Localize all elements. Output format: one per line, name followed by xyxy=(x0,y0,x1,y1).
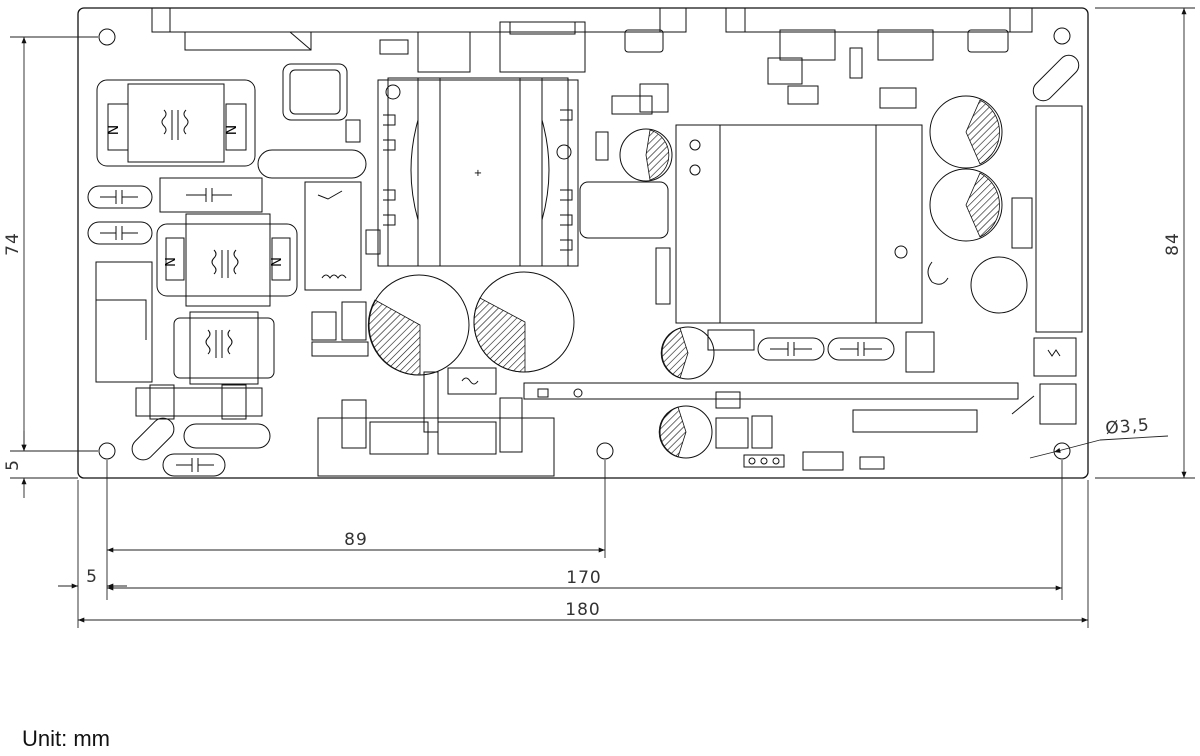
mounting-hole xyxy=(98,28,116,46)
unit-label: Unit: mm xyxy=(22,726,110,751)
dim-hole-span: 170 xyxy=(566,568,601,588)
choke-1: N N xyxy=(96,79,256,167)
svg-text:+: + xyxy=(474,168,482,179)
dim-hole-span-vertical: 74 xyxy=(3,232,23,256)
mounting-hole xyxy=(1053,27,1071,45)
dim-board-width: 180 xyxy=(565,600,600,620)
choke-3 xyxy=(135,311,275,420)
mounting-holes xyxy=(98,27,1071,460)
bottom-header xyxy=(317,367,1019,477)
dim-hole-offset-x: 5 xyxy=(86,567,98,587)
dim-leader-hole-diameter xyxy=(1053,439,1101,453)
heatsink xyxy=(579,105,1083,333)
bulk-capacitors xyxy=(367,95,1028,459)
svg-text:N: N xyxy=(224,125,240,135)
relay xyxy=(304,181,362,291)
dim-hole-diameter: Ø3,5 xyxy=(1105,415,1151,439)
dim-hole-offset-y: 5 xyxy=(3,459,23,471)
board-outline xyxy=(77,7,1089,479)
main-transformer: + xyxy=(377,77,579,267)
film-capacitors xyxy=(87,54,1080,477)
small-components xyxy=(311,47,1077,471)
dim-hole-to-middle: 89 xyxy=(344,530,368,550)
dim-leader-tail xyxy=(1029,451,1055,459)
choke-2: N N xyxy=(156,213,298,307)
mounting-hole xyxy=(596,442,614,460)
svg-text:N: N xyxy=(164,257,179,267)
dim-board-height: 84 xyxy=(1163,232,1183,256)
svg-text:N: N xyxy=(106,125,122,135)
mounting-hole xyxy=(98,442,116,460)
svg-text:N: N xyxy=(270,257,285,267)
extension-lines xyxy=(10,7,1195,628)
top-connectors xyxy=(151,7,1033,73)
dim-line-hole-diameter xyxy=(1099,435,1169,441)
inductor-block xyxy=(95,261,153,383)
